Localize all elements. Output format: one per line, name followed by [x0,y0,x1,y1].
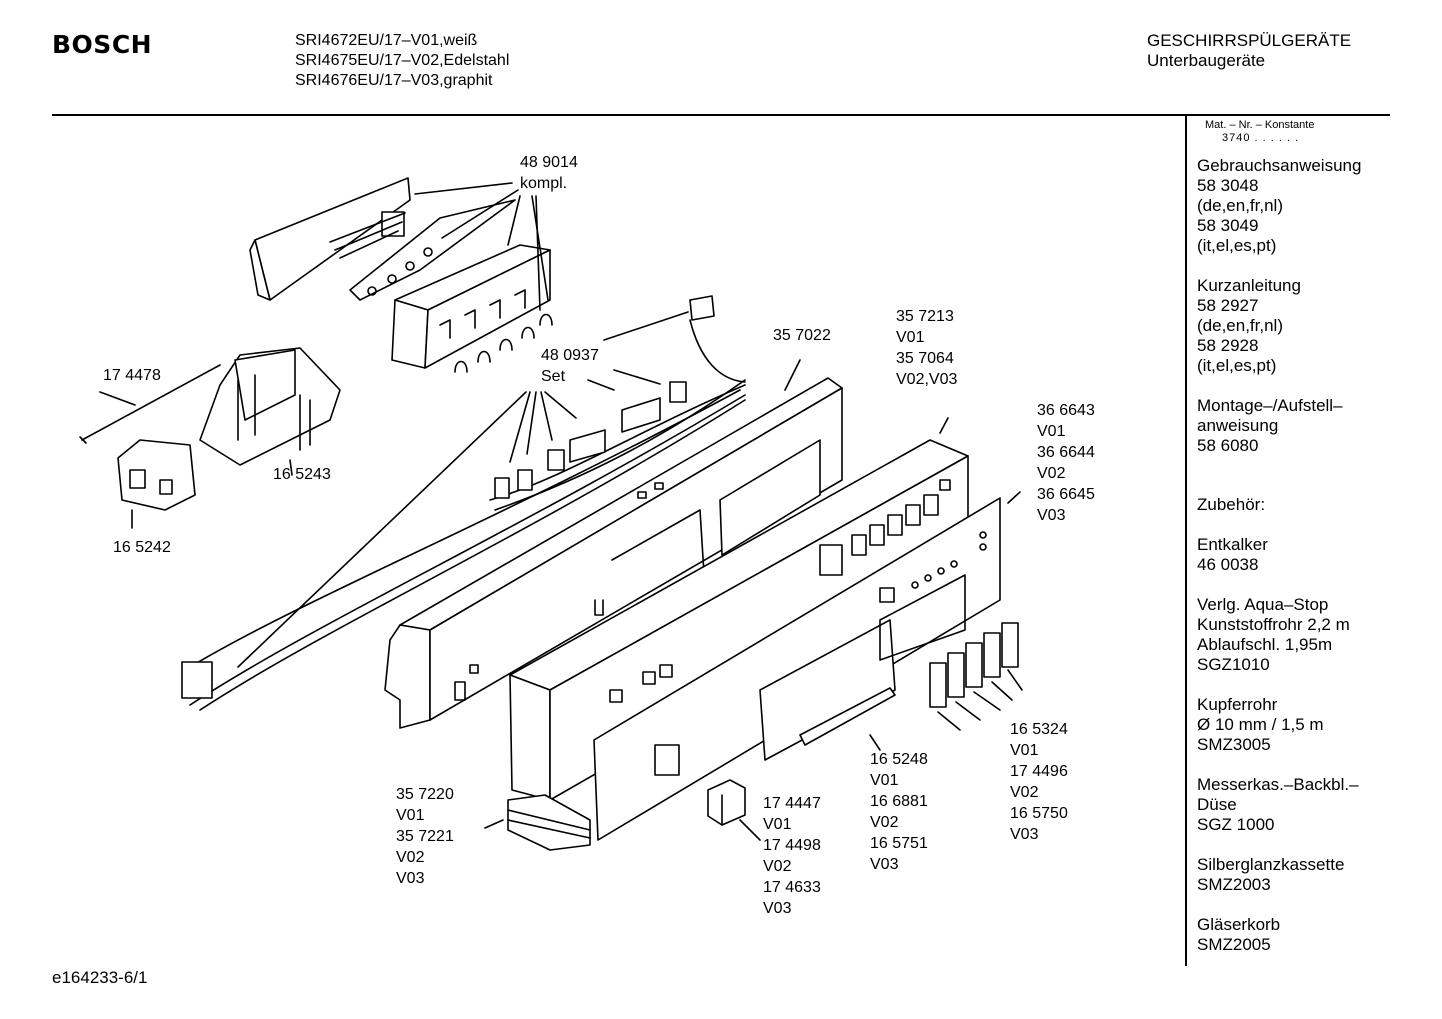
sidebar-section-manual: Gebrauchsanweisung 58 3048 (de,en,fr,nl)… [1197,156,1437,256]
sidebar-line: (it,el,es,pt) [1197,236,1277,255]
brand-logo: BOSCH [52,30,153,59]
sidebar-section-copper-pipe: Kupferrohr Ø 10 mm / 1,5 m SMZ3005 [1197,695,1437,755]
part-label-165242: 16 5242 [113,539,171,556]
sidebar-info: Mat. – Nr. – Konstante 3740 . . . . . . … [1197,118,1437,955]
category-title: GESCHIRRSPÜLGERÄTE [1147,31,1352,50]
sidebar-line: Silberglanzkassette [1197,855,1345,874]
sidebar-line: SGZ1010 [1197,655,1270,674]
sidebar-line: Zubehör: [1197,495,1266,514]
sidebar-section-accessories: Zubehör: [1197,495,1437,515]
electronic-module-part [249,177,553,373]
sidebar-line: Kurzanleitung [1197,276,1301,295]
switch-part [117,439,196,529]
switch-housing-part [199,347,341,476]
sidebar-section-descaler: Entkalker 46 0038 [1197,535,1437,575]
sidebar-line: 58 2927 [1197,296,1259,315]
sidebar-section-quickguide: Kurzanleitung 58 2927 (de,en,fr,nl) 58 2… [1197,276,1437,376]
sidebar-line: anweisung [1197,416,1279,435]
sidebar-line: SMZ2003 [1197,875,1271,894]
sidebar-section-nozzle: Messerkas.–Backbl.– Düse SGZ 1000 [1197,775,1437,835]
sidebar-line: 58 3049 [1197,216,1259,235]
sidebar-line: Verlg. Aqua–Stop [1197,595,1329,614]
sidebar-section-silver-cassette: Silberglanzkassette SMZ2003 [1197,855,1437,895]
rod-part [79,364,221,444]
sidebar-line: (de,en,fr,nl) [1197,196,1283,215]
sidebar-line: Düse [1197,795,1237,814]
sidebar-line: Entkalker [1197,535,1268,554]
sidebar-section-installation: Montage–/Aufstell– anweisung 58 6080 [1197,396,1437,456]
sidebar-line: 58 3048 [1197,176,1259,195]
sidebar-section-aquastop: Verlg. Aqua–Stop Kunststoffrohr 2,2 m Ab… [1197,595,1437,675]
sidebar-line: Ø 10 mm / 1,5 m [1197,715,1324,734]
cable-set-part [181,295,746,711]
sidebar-line: Kunststoffrohr 2,2 m [1197,615,1350,634]
product-category: GESCHIRRSPÜLGERÄTE Unterbaugeräte [1147,31,1351,71]
base-pad-part [484,794,591,851]
button-block-part [929,622,1023,731]
sidebar-line: Gläserkorb [1197,915,1281,934]
part-label-174478: 17 4478 [103,367,161,384]
model-line: SRI4672EU/17–V01,weiß [295,32,478,49]
sidebar-line: (de,en,fr,nl) [1197,316,1283,335]
header-divider [52,114,1390,116]
sidebar-line: 46 0038 [1197,555,1259,574]
sidebar-line: Messerkas.–Backbl.– [1197,775,1359,794]
sidebar-line: SMZ2005 [1197,935,1271,954]
exploded-view-drawing [79,177,1023,851]
sidebar-line: Montage–/Aufstell– [1197,396,1343,415]
front-faceplate-part [593,491,1021,841]
model-list: SRI4672EU/17–V01,weiß SRI4675EU/17–V02,E… [295,31,509,91]
document-code: e164233-6/1 [52,968,148,987]
part-label-165243: 16 5243 [273,466,331,483]
sidebar-section-glass-basket: Gläserkorb SMZ2005 [1197,915,1437,955]
sidebar-line: 58 2928 [1197,336,1259,355]
sidebar-line: 58 6080 [1197,436,1259,455]
part-label-357022: 35 7022 [773,327,831,344]
control-frame-part [384,359,843,729]
sidebar-divider [1185,116,1187,966]
sidebar-line: SGZ 1000 [1197,815,1275,834]
model-line: SRI4675EU/17–V02,Edelstahl [295,52,510,69]
sidebar-line: Gebrauchsanweisung [1197,156,1362,175]
model-line: SRI4676EU/17–V03,graphit [295,72,493,89]
knob-part [707,779,761,841]
trim-strip-part [799,687,896,751]
mat-nr-label: Mat. – Nr. – Konstante [1205,119,1315,131]
sidebar-line: Ablaufschl. 1,95m [1197,635,1333,654]
mat-nr-value: 3740 . . . . . . [1222,132,1300,144]
sidebar-line: Kupferrohr [1197,695,1278,714]
sidebar-line: (it,el,es,pt) [1197,356,1277,375]
category-subtitle: Unterbaugeräte [1147,51,1266,70]
sidebar-line: SMZ3005 [1197,735,1271,754]
